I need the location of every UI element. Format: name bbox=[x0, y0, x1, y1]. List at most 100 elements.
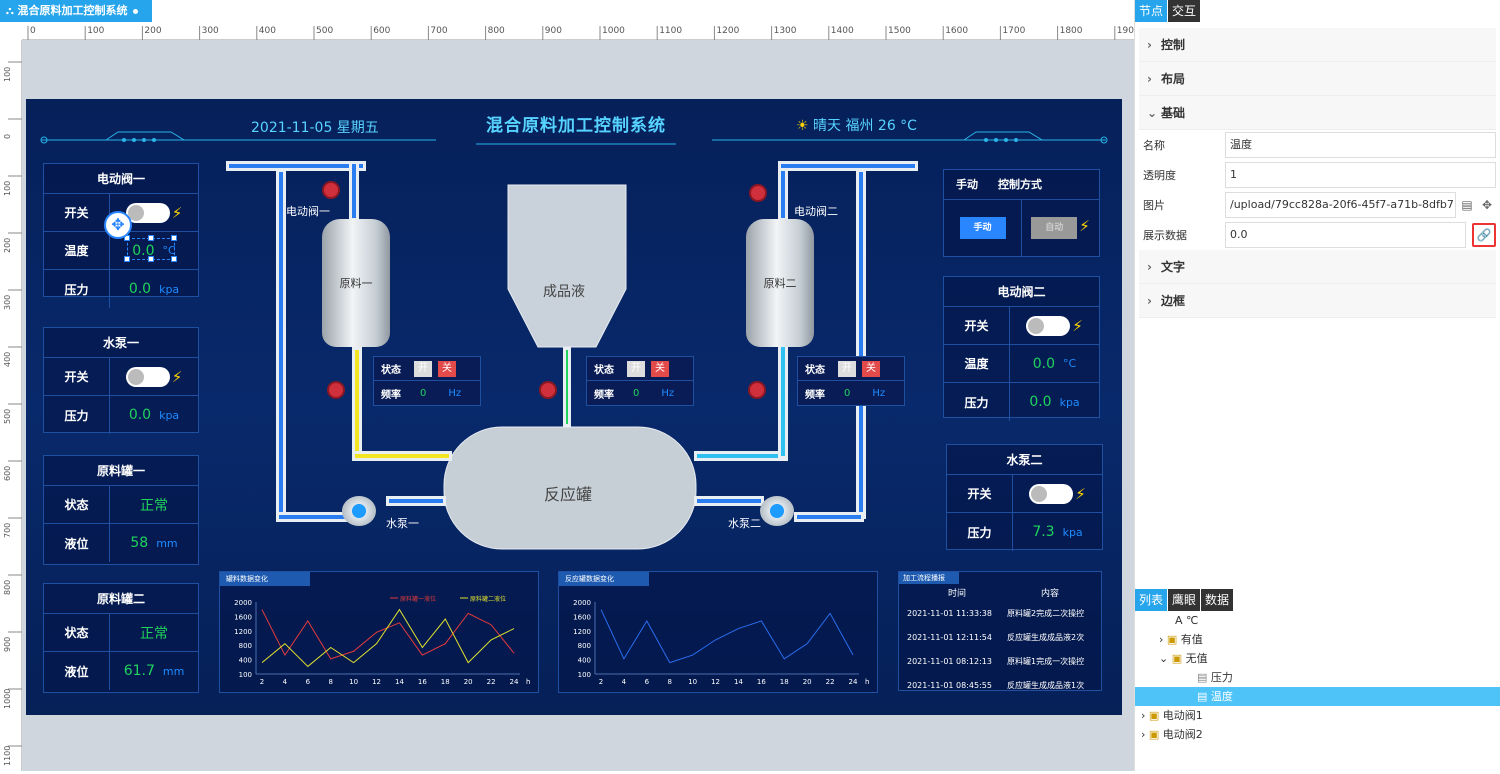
valve-icon[interactable] bbox=[748, 381, 766, 399]
valve1-toggle[interactable] bbox=[125, 202, 170, 223]
ruler-label: 500 bbox=[316, 26, 333, 36]
pump1-title: 水泵一 bbox=[44, 328, 198, 358]
tree-item-label: 温度 bbox=[1210, 690, 1233, 703]
valve1-temp-label: 温度 bbox=[44, 232, 110, 269]
pump2-pressure-unit: kpa bbox=[1062, 525, 1083, 539]
tree-item[interactable]: ⌄ ▣ 无值 bbox=[1135, 649, 1500, 668]
auto-button[interactable]: 自动 bbox=[1031, 217, 1078, 239]
section-border[interactable]: › 边框 bbox=[1139, 284, 1496, 318]
section-control[interactable]: ›控制 bbox=[1139, 28, 1496, 62]
tab-data[interactable]: 数据 bbox=[1201, 589, 1234, 611]
x-tick-label: 20 bbox=[464, 678, 473, 686]
unsaved-dot-icon bbox=[132, 8, 138, 14]
section-text-label: 文字 bbox=[1161, 260, 1186, 274]
ruler-label: 300 bbox=[3, 295, 12, 310]
tab-list[interactable]: 列表 bbox=[1135, 589, 1168, 611]
pump2-toggle[interactable] bbox=[1029, 483, 1074, 504]
manual-button[interactable]: 手动 bbox=[959, 217, 1006, 239]
pipe bbox=[856, 169, 866, 519]
valve-icon[interactable] bbox=[749, 184, 767, 202]
off-button[interactable]: 关 bbox=[438, 360, 456, 377]
valve-icon[interactable] bbox=[539, 381, 557, 399]
tree-item[interactable]: › ▣ 电动阀2 bbox=[1135, 725, 1500, 744]
x-tick-label: 2 bbox=[599, 678, 603, 686]
move-icon[interactable]: ✥ bbox=[1481, 198, 1493, 212]
image-picker-icon[interactable]: ▤ bbox=[1461, 198, 1473, 212]
chevron-right-icon: › bbox=[1159, 633, 1167, 646]
pipe bbox=[276, 169, 286, 519]
ruler-label: 800 bbox=[3, 580, 12, 595]
resize-handle[interactable] bbox=[124, 256, 130, 262]
y-tick-label: 2000 bbox=[234, 599, 252, 607]
pump1-pressure-unit: kpa bbox=[159, 408, 180, 422]
raw-tank-1[interactable]: 原料一 bbox=[322, 219, 390, 347]
selection-box[interactable] bbox=[124, 235, 177, 262]
on-button[interactable]: 开 bbox=[838, 360, 856, 377]
y-tick-label: 1200 bbox=[573, 628, 591, 636]
image-input[interactable]: /upload/79cc828a-20f6-45f7-a71b-8dfb7191 bbox=[1225, 192, 1456, 218]
bolt-icon: ⚡ bbox=[1075, 484, 1086, 503]
x-tick-label: 16 bbox=[418, 678, 427, 686]
pump1-toggle[interactable] bbox=[125, 366, 170, 387]
legend-label: 原料罐二液位 bbox=[470, 595, 506, 603]
section-control-label: 控制 bbox=[1161, 38, 1186, 52]
pump-icon[interactable] bbox=[760, 496, 794, 526]
resize-handle[interactable] bbox=[171, 256, 177, 262]
valve2-toggle[interactable] bbox=[1026, 315, 1071, 336]
tank2-level-value: 61.7 bbox=[123, 663, 155, 679]
tree-item[interactable]: ▤ 压力 bbox=[1135, 668, 1500, 687]
name-input[interactable]: 温度 bbox=[1225, 132, 1496, 158]
tree-item[interactable]: A ℃ bbox=[1135, 611, 1500, 630]
ruler-label: 100 bbox=[3, 67, 12, 82]
chevron-right-icon: › bbox=[1147, 294, 1152, 308]
opacity-input[interactable]: 1 bbox=[1225, 162, 1496, 188]
tab-minimap[interactable]: 鹰眼 bbox=[1168, 589, 1201, 611]
tree-item-label: 无值 bbox=[1185, 652, 1208, 665]
tank2-status-value: 正常 bbox=[140, 625, 168, 642]
scada-screen[interactable]: 2021-11-05 星期五 混合原料加工控制系统 ☀ 晴天 福州 26 °C … bbox=[26, 99, 1122, 715]
resize-handle[interactable] bbox=[171, 235, 177, 241]
section-basic[interactable]: ⌄基础 bbox=[1139, 96, 1496, 130]
freq-value: 0 bbox=[844, 387, 851, 399]
folder-icon: ▣ bbox=[1166, 633, 1181, 646]
pump-icon[interactable] bbox=[342, 496, 376, 526]
valve2-temp-value: 0.0 bbox=[1032, 355, 1056, 372]
tree-item[interactable]: › ▣ 电动阀1 bbox=[1135, 706, 1500, 725]
chevron-right-icon: › bbox=[1147, 72, 1152, 86]
tab-node[interactable]: 节点 bbox=[1135, 0, 1168, 22]
section-layout[interactable]: ›布局 bbox=[1139, 62, 1496, 96]
on-button[interactable]: 开 bbox=[414, 360, 432, 377]
off-button[interactable]: 关 bbox=[651, 360, 669, 377]
ruler-label: 1200 bbox=[716, 26, 739, 36]
valve2-title: 电动阀二 bbox=[944, 277, 1099, 307]
raw-tank-2[interactable]: 原料二 bbox=[746, 219, 814, 347]
on-button[interactable]: 开 bbox=[627, 360, 645, 377]
document-tab[interactable]: ⛬ 混合原料加工控制系统 bbox=[0, 0, 152, 22]
tree-item-selected[interactable]: ▤ 温度 bbox=[1135, 687, 1500, 706]
ruler-label: 1100 bbox=[3, 746, 12, 766]
move-handle-icon[interactable]: ✥ bbox=[104, 211, 132, 239]
off-button[interactable]: 关 bbox=[862, 360, 880, 377]
valve-icon[interactable] bbox=[327, 381, 345, 399]
tab-interaction[interactable]: 交互 bbox=[1168, 0, 1201, 22]
section-text[interactable]: › 文字 bbox=[1139, 250, 1496, 284]
resize-handle[interactable] bbox=[148, 235, 154, 241]
tree-item-label: A ℃ bbox=[1175, 614, 1199, 627]
x-tick-label: 16 bbox=[757, 678, 766, 686]
pump2-switch-label: 开关 bbox=[947, 475, 1013, 512]
reactor-tank-label: 反应罐 bbox=[544, 485, 593, 504]
valve2-pressure-unit: kpa bbox=[1059, 395, 1080, 409]
data-input[interactable]: 0.0 bbox=[1225, 222, 1466, 248]
link-icon[interactable]: 🔗 bbox=[1472, 223, 1496, 247]
log-col-content: 内容 bbox=[1040, 589, 1059, 599]
raw-tank-1-label: 原料一 bbox=[339, 277, 373, 290]
resize-handle[interactable] bbox=[148, 256, 154, 262]
freq-label: 频率 bbox=[805, 389, 825, 401]
tree-item[interactable]: › ▣ 有值 bbox=[1135, 630, 1500, 649]
weather-text: 晴天 福州 26 °C bbox=[813, 118, 917, 134]
chevron-right-icon: › bbox=[1147, 260, 1152, 274]
section-border-label: 边框 bbox=[1161, 294, 1186, 308]
valve-icon[interactable] bbox=[322, 181, 340, 199]
